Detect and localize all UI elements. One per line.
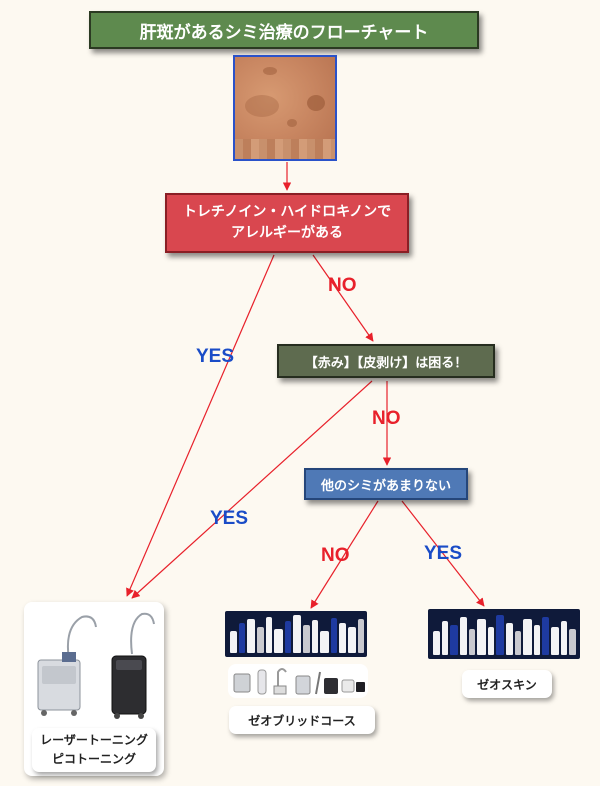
arrow-q3-no <box>310 500 379 609</box>
arrow-q1-no <box>312 254 374 342</box>
devices-illustration <box>233 668 365 695</box>
zo-products-image <box>428 609 580 659</box>
q3-no-label: NO <box>321 545 350 566</box>
question-few-other-spots: 他のシミがあまりない <box>304 468 468 500</box>
melasma-face-photo <box>233 55 337 161</box>
outcome-laser-toning: レーザートーニング ピコトーニング <box>24 602 164 776</box>
zo-products-image-hybrid <box>225 611 367 657</box>
arrow-q3-yes <box>401 500 485 607</box>
q1-no-label: NO <box>328 275 357 296</box>
zo-skin-label: ゼオスキン <box>462 670 552 698</box>
laser-toning-label: レーザートーニング ピコトーニング <box>32 728 156 772</box>
flowchart-title: 肝斑があるシミ治療のフローチャート <box>89 11 479 49</box>
question-allergy: トレチノイン・ハイドロキノンで アレルギーがある <box>165 193 409 253</box>
question-redness-peeling: 【赤み】【皮剥け】は困る！ <box>277 344 495 378</box>
arrow-q2-yes <box>131 380 373 599</box>
q2-no-label: NO <box>372 408 401 429</box>
q2-yes-label: YES <box>210 508 249 529</box>
pico-toning-line2: ピコトーニング <box>51 752 136 766</box>
q3-yes-label: YES <box>424 543 463 564</box>
device-lineup-image <box>228 664 368 698</box>
question-allergy-line1: トレチノイン・ハイドロキノンで <box>182 204 392 220</box>
arrow-q1-yes <box>126 254 275 597</box>
question-allergy-line2: アレルギーがある <box>231 225 343 241</box>
laser-toning-line1: レーザートーニング <box>40 733 148 747</box>
hybrid-course-label: ゼオブリッドコース <box>229 706 375 734</box>
q1-yes-label: YES <box>196 346 235 367</box>
laser-machines-image <box>37 612 155 719</box>
